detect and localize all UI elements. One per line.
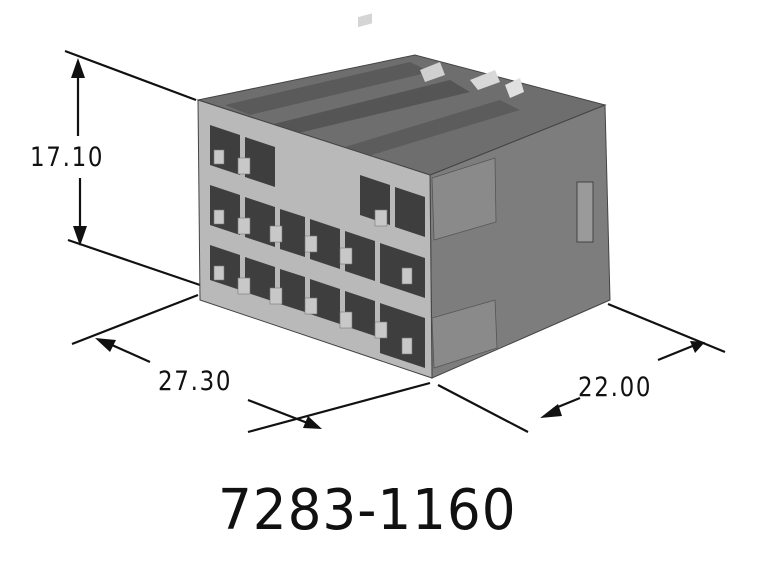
connector-housing [196, 13, 611, 379]
width-dimension-label: 27.30 [158, 366, 233, 397]
arrowheads [71, 58, 705, 429]
part-number: 7283-1160 [218, 478, 517, 543]
depth-dimension-label: 22.00 [578, 372, 653, 403]
height-dimension-label: 17.10 [30, 142, 105, 173]
